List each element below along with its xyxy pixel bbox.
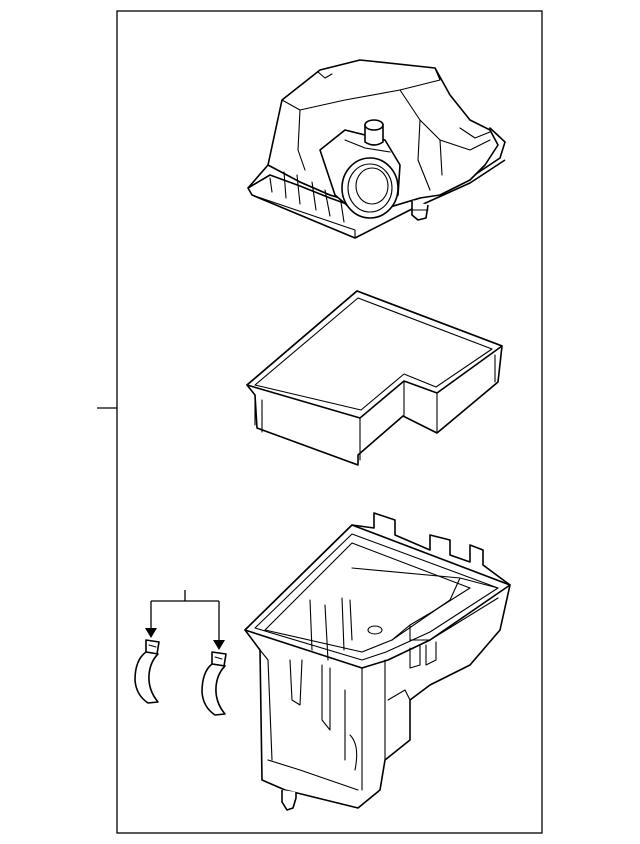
clip-callout-leader [145, 590, 225, 650]
air-filter-element [246, 290, 503, 466]
arrow-left-icon [145, 628, 157, 638]
arrow-right-icon [213, 640, 225, 650]
air-cleaner-housing [244, 512, 511, 811]
retaining-clip-right [201, 651, 227, 716]
retaining-clip-left [134, 639, 160, 704]
air-cleaner-cover [247, 59, 506, 239]
diagram-frame [116, 10, 543, 834]
